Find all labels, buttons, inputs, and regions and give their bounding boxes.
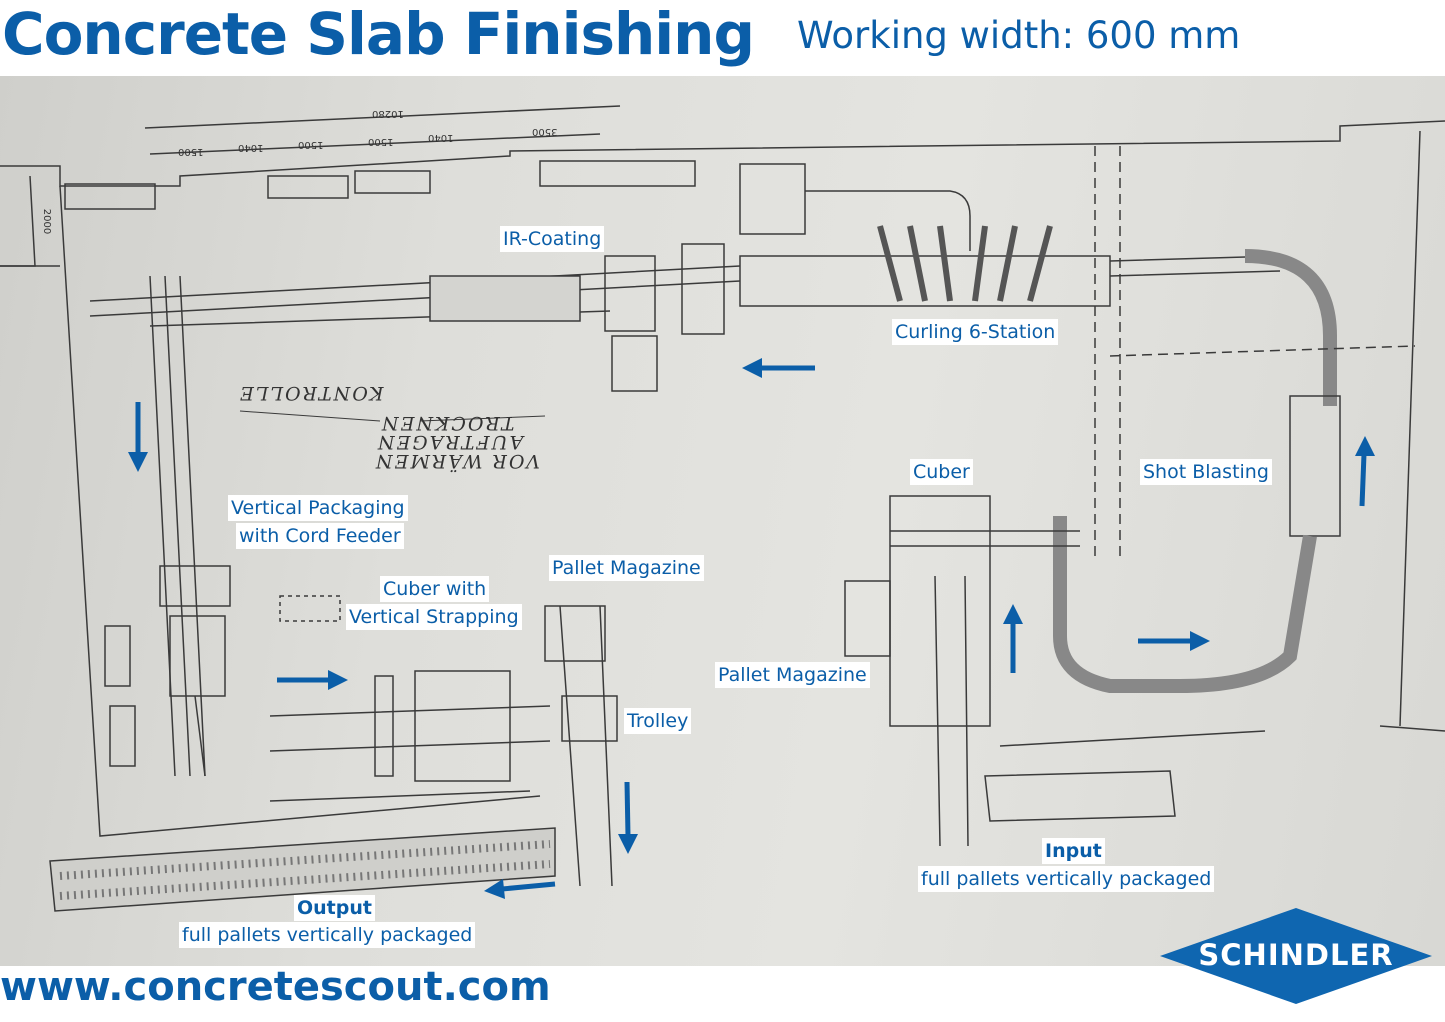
arrow-up-icon <box>1355 436 1375 507</box>
logo-diamond <box>1160 908 1432 1004</box>
wall <box>59 185 541 837</box>
doors <box>64 160 696 210</box>
packaging-area <box>104 275 618 887</box>
working-width: Working width: 600 mm <box>797 14 1241 57</box>
dimension-label: 1500 <box>298 139 324 150</box>
arrow-down-icon <box>618 781 638 854</box>
label-cuber-strapping: Cuber with <box>380 576 490 602</box>
label-cuber: Cuber <box>910 459 973 485</box>
label-vertical-packaging: Vertical Packaging <box>228 495 408 521</box>
flow-arrows <box>128 358 1375 899</box>
label-output-desc: full pallets vertically packaged <box>179 922 476 948</box>
arrow-right-icon <box>1138 631 1210 651</box>
shot-blasting <box>1053 395 1341 693</box>
dimension-line <box>149 133 601 155</box>
dimension-label: 1500 <box>178 146 204 157</box>
handwritten-note: KONTROLLE <box>238 382 384 404</box>
output-conveyor <box>49 827 556 912</box>
wall <box>0 175 36 267</box>
label-trolley: Trolley <box>624 708 692 734</box>
layout-drawing-photo: 10280 1500 1040 1500 1500 1040 3500 2000… <box>0 76 1445 966</box>
label-vertical-packaging-line2: with Cord Feeder <box>236 523 404 549</box>
arrow-up-icon <box>1003 604 1023 673</box>
logo-text: SCHINDLER <box>1198 938 1394 972</box>
schindler-logo: SCHINDLER <box>1160 908 1432 1004</box>
wall <box>1379 725 1445 732</box>
arrow-left-icon <box>742 358 815 378</box>
dimension-label: 2000 <box>41 208 53 235</box>
arrow-left-icon <box>484 879 556 899</box>
website-url[interactable]: www.concretescout.com <box>0 964 551 1010</box>
arrow-down-icon <box>128 402 148 472</box>
dimension-label: 3500 <box>532 126 558 137</box>
label-pallet-magazine: Pallet Magazine <box>715 662 870 688</box>
dimension-line <box>144 105 621 129</box>
curling-station <box>739 225 1337 406</box>
dimension-label: 1040 <box>428 132 454 143</box>
label-cuber-strapping-line2: Vertical Strapping <box>346 604 522 630</box>
page-title: Concrete Slab Finishing <box>2 0 755 68</box>
dimension-label: 10280 <box>372 108 404 119</box>
label-shot-blasting: Shot Blasting <box>1140 459 1272 485</box>
wall <box>0 120 1445 187</box>
dimension-label: 1040 <box>238 142 264 153</box>
label-input-desc: full pallets vertically packaged <box>918 866 1215 892</box>
label-pallet-magazine: Pallet Magazine <box>549 555 704 581</box>
dimension-label: 1500 <box>368 136 394 147</box>
wall <box>1399 130 1421 727</box>
layout-drawing <box>0 105 1445 912</box>
label-curling: Curling 6-Station <box>892 319 1059 345</box>
label-ir-coating: IR-Coating <box>500 226 605 252</box>
handwritten-note: VOR WÄRMEN <box>374 450 540 472</box>
cuber <box>844 146 1416 847</box>
coating-line <box>89 163 971 392</box>
arrow-right-icon <box>277 670 348 690</box>
label-output-title: Output <box>294 895 375 921</box>
label-input-title: Input <box>1042 838 1105 864</box>
